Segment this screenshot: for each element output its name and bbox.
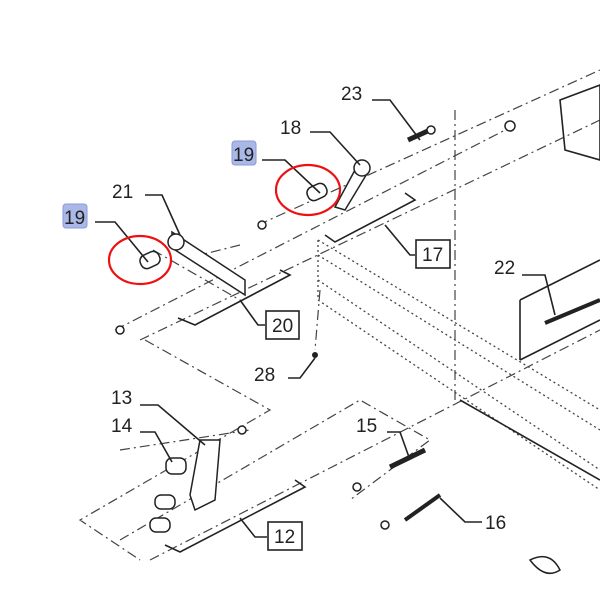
callout-box-12 <box>267 521 303 551</box>
callout-box-17 <box>415 239 451 269</box>
leader-lines <box>95 99 556 538</box>
callout-19-highlight <box>231 140 257 166</box>
assembly-lines <box>78 69 600 561</box>
callout-13[interactable]: 13 <box>111 388 132 409</box>
callout-23[interactable]: 23 <box>341 84 362 105</box>
highlight-circle <box>274 163 342 217</box>
callout-19[interactable]: 19 <box>64 208 85 229</box>
part-22-bolt <box>544 298 600 325</box>
callout-16[interactable]: 16 <box>485 513 506 534</box>
callout-21[interactable]: 21 <box>112 182 133 203</box>
part-28-fastener <box>312 352 318 358</box>
highlight-circle <box>107 234 173 286</box>
callout-22[interactable]: 22 <box>494 258 515 279</box>
group-brackets <box>164 192 417 553</box>
callout-box-20 <box>265 310 300 340</box>
callout-17[interactable]: 17 <box>422 245 443 266</box>
part-13-14-assembly <box>149 425 247 533</box>
part-15-16-bolts <box>352 447 561 575</box>
part-23-bolt <box>115 120 516 335</box>
callout-15[interactable]: 15 <box>356 416 377 437</box>
callout-19[interactable]: 19 <box>233 145 254 166</box>
callout-28[interactable]: 28 <box>254 365 275 386</box>
part-21-arm <box>167 230 246 297</box>
callout-18[interactable]: 18 <box>280 118 301 139</box>
part-18-arm <box>333 159 371 211</box>
callout-20[interactable]: 20 <box>272 316 293 337</box>
part-19-bushing <box>139 182 328 270</box>
callout-19-highlight <box>62 203 88 229</box>
callout-14[interactable]: 14 <box>111 416 133 437</box>
callout-12[interactable]: 12 <box>274 527 295 548</box>
frame-rail <box>317 84 600 491</box>
